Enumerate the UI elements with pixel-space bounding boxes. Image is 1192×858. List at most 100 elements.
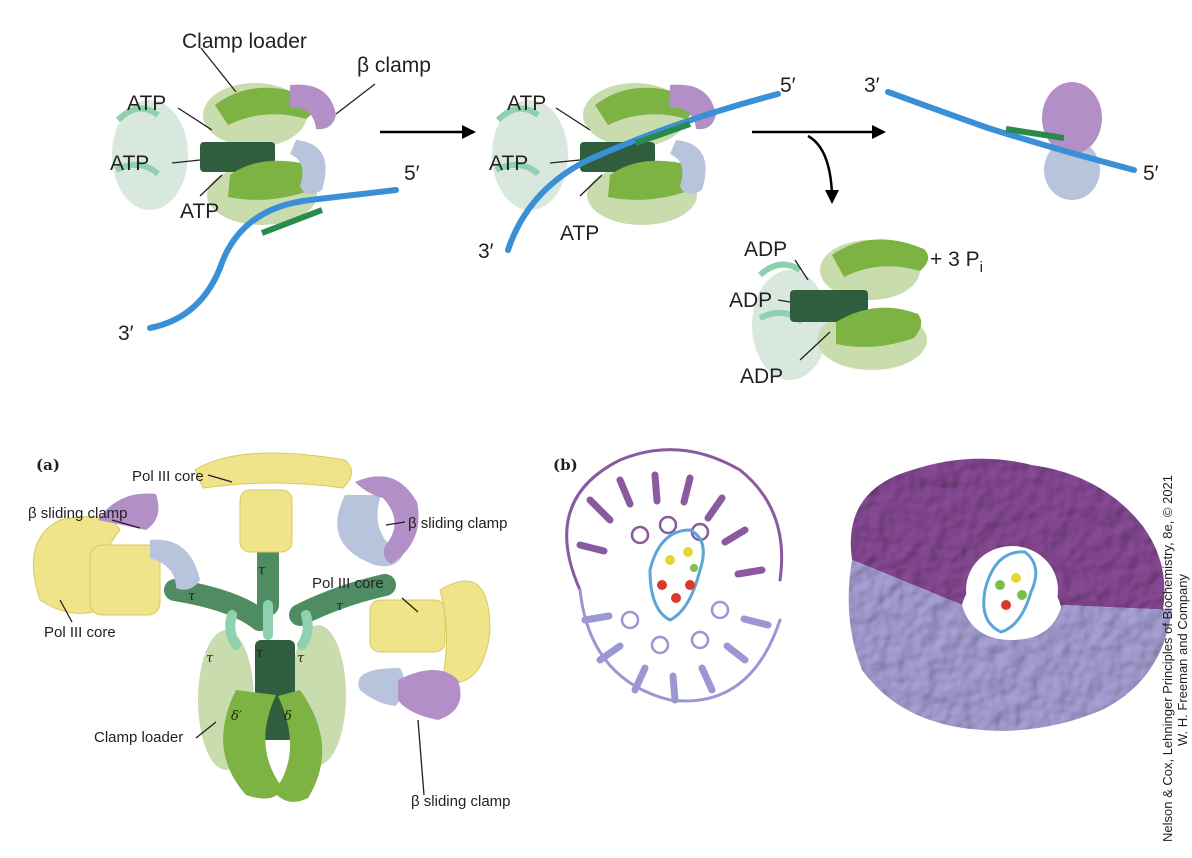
label-adp-1: ADP: [744, 238, 787, 261]
clamp-loader-complex-2: [492, 83, 716, 225]
credit-line-2: W. H. Freeman and Company: [1175, 574, 1190, 746]
leader-atp-1: [555, 107, 591, 131]
pol3-cap: [439, 580, 491, 684]
label-beta-sliding-clamp-right: β sliding clamp: [408, 515, 508, 532]
pol3-core-left: [32, 516, 161, 616]
label-pol3-core-top: Pol III core: [132, 468, 204, 485]
ribbon-lower-chain: [578, 588, 782, 703]
leader-atp-2: [549, 159, 581, 164]
label-adp-2: ADP: [729, 289, 772, 312]
beta-clamp-half-blue: [358, 668, 405, 706]
clamp-loader-complex-1: [112, 47, 376, 225]
pol3-stem: [369, 599, 446, 653]
ribbon-upper-sheets: [576, 471, 766, 578]
label-3prime-3: 3′: [864, 74, 880, 97]
loader-base-shape: [752, 270, 828, 380]
primer-1: [260, 207, 324, 236]
leader-clamp-loader-a: [195, 721, 217, 739]
pol3-stem: [89, 544, 161, 616]
arrow-1: [380, 125, 476, 139]
panel-a: (a): [28, 452, 511, 810]
ribbon-helices-lower: [620, 600, 730, 655]
label-products-sub: i: [980, 259, 983, 276]
clamp-loader-a: [198, 600, 346, 802]
leader-atp-3: [579, 174, 603, 197]
pol3-core-top: [194, 452, 352, 553]
label-clamp-loader-a: Clamp loader: [94, 729, 183, 746]
label-tau-top: τ: [258, 563, 266, 578]
panel-b: (b): [553, 448, 1172, 731]
dna-strand-1: [147, 187, 399, 331]
dna-strand-2: [505, 91, 781, 253]
label-delta: δ: [284, 709, 292, 724]
beta-clamp-half-purple: [290, 84, 336, 130]
ribbon-upper-chain: [565, 448, 784, 592]
tau-linker-left: [164, 579, 271, 631]
label-atp-1: ATP: [127, 92, 166, 115]
loader-linker-shape: [494, 105, 540, 177]
beta-clamp-bottom-right: [358, 668, 461, 720]
label-atp-3: ATP: [560, 222, 599, 245]
label-5prime-2: 5′: [780, 74, 796, 97]
leader-atp-3: [199, 174, 223, 197]
loader-subunit-delta-prime: [223, 690, 282, 799]
label-clamp-loader: Clamp loader: [182, 30, 307, 53]
loader-subunit-bottom: [228, 160, 315, 200]
beta-clamp-half-blue: [670, 140, 706, 195]
label-products-main: + 3 P: [930, 248, 980, 271]
loader-dark-core: [790, 290, 868, 322]
leader-adp-3: [799, 331, 831, 361]
loader-linker-shape: [114, 105, 160, 177]
clamp-loading-scheme: Clamp loader β clamp ATP ATP ATP 5′ 3′: [110, 30, 1159, 388]
ribbon-helices: [630, 515, 710, 545]
surface-upper-chain: [850, 458, 1165, 615]
credit-line-1: Nelson & Cox, Lehninger Principles of Bi…: [1160, 475, 1175, 842]
label-beta-sliding-clamp-left: β sliding clamp: [28, 505, 128, 522]
label-pol3-core-middle: Pol III core: [312, 575, 384, 592]
surface-structure: [848, 458, 1172, 731]
loader-base-shape: [112, 100, 188, 210]
tau-c-terminals: [225, 600, 313, 650]
label-atp-3: ATP: [180, 200, 219, 223]
surface-lower-chain: [848, 560, 1172, 731]
ribbon-dna-atoms: [657, 547, 698, 603]
beta-clamp-half-purple: [398, 670, 461, 720]
label-beta-clamp: β clamp: [357, 54, 431, 77]
primer-2: [635, 121, 691, 146]
ribbon-dna: [648, 528, 705, 622]
label-tau-loader-left: τ: [206, 651, 214, 666]
pol3-stem: [239, 489, 293, 553]
leader-pol3-right: [401, 597, 419, 613]
leader-clamp-loader: [200, 47, 237, 93]
loader-subunit-bottom: [608, 160, 695, 200]
surface-dna-atoms: [995, 573, 1027, 610]
leader-beta-clamp: [335, 83, 376, 115]
beta-clamp-half-blue: [150, 539, 200, 590]
loader-subunit-bottom: [836, 307, 922, 347]
label-tau-loader-middle: τ: [256, 646, 264, 661]
leader-atp-1: [177, 107, 213, 131]
label-tau-right: τ: [336, 599, 344, 614]
beta-clamp-top-right: [337, 476, 419, 567]
leader-atp-2: [171, 159, 201, 164]
label-tau-left: τ: [188, 589, 196, 604]
leader-beta-bottom-right: [417, 719, 425, 796]
leader-adp-1: [794, 259, 809, 281]
primer-3: [1005, 126, 1065, 141]
surface-dna: [982, 550, 1038, 634]
panel-a-tag: (a): [36, 456, 60, 474]
ribbon-structure: [565, 448, 784, 704]
arrow-2: [752, 125, 886, 204]
dna-strand-3: [885, 89, 1137, 173]
leader-beta-top-left: [111, 519, 141, 529]
released-clamp-loader: [752, 239, 929, 380]
label-atp-2: ATP: [489, 152, 528, 175]
beta-clamp-half-purple: [1042, 82, 1102, 154]
ribbon-lower-sheets: [581, 612, 772, 704]
label-5prime-3: 5′: [1143, 162, 1159, 185]
label-3prime-2: 3′: [478, 240, 494, 263]
label-delta-prime: δ′: [231, 709, 242, 724]
label-3prime-1: 3′: [118, 322, 134, 345]
label-products: + 3 Pi: [930, 248, 983, 276]
